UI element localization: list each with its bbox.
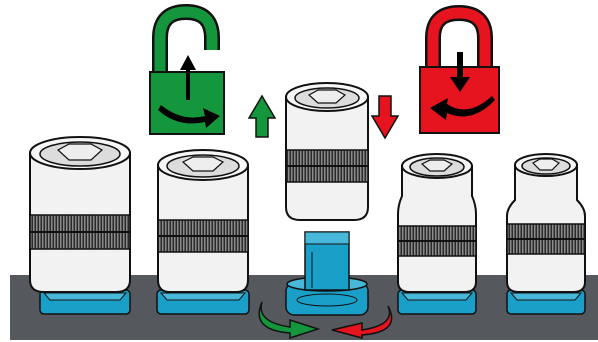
clip-base-1	[40, 290, 130, 314]
socket-medium	[398, 154, 476, 292]
socket-lifted	[286, 83, 368, 220]
drive-post	[305, 232, 349, 290]
padlock-closed-icon	[420, 13, 499, 133]
arrow-down-icon	[372, 96, 398, 138]
clip-base-2	[157, 290, 249, 314]
padlock-open-icon	[150, 12, 224, 134]
socket-medium-large	[158, 150, 248, 292]
socket-small	[507, 154, 585, 292]
clip-base-5	[507, 290, 585, 314]
arrow-up-icon	[249, 96, 275, 137]
clip-base-4	[398, 290, 476, 314]
socket-large	[30, 137, 130, 292]
